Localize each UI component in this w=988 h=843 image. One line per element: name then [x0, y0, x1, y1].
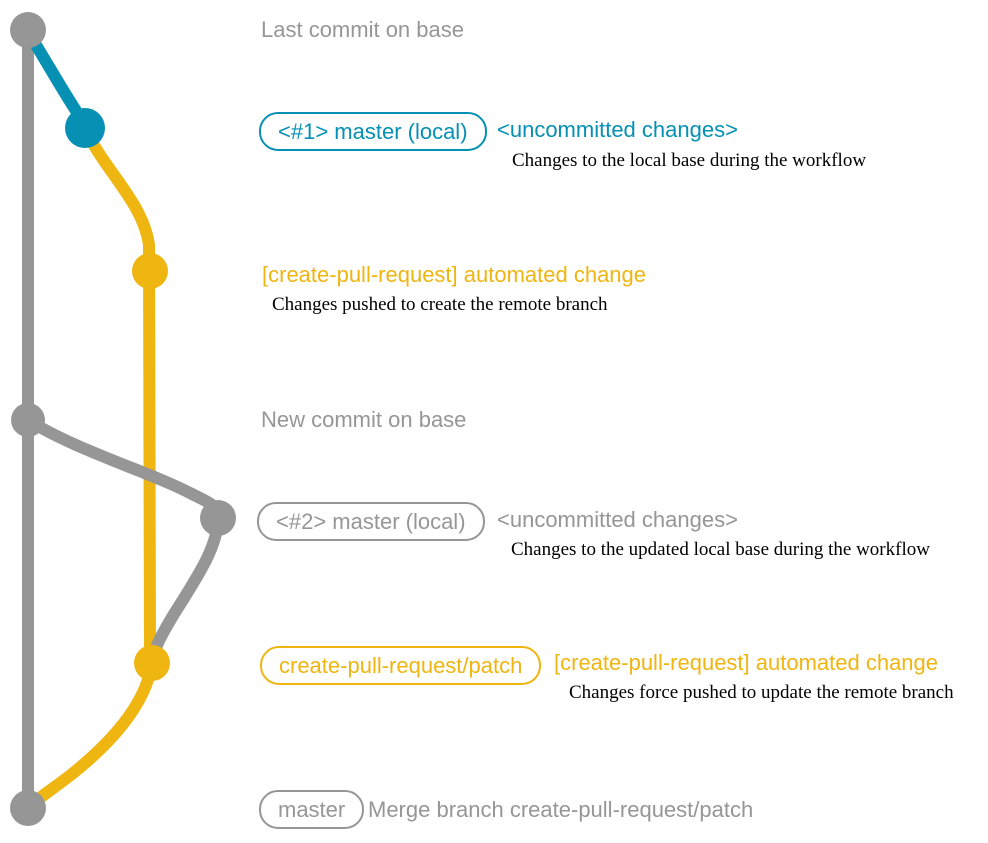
label-uncommitted-changes-1: <uncommitted changes>: [497, 117, 738, 142]
branch-tag-patch: create-pull-request/patch: [260, 646, 542, 685]
commit-node-base-new: [11, 403, 45, 437]
label-merge-branch: Merge branch create-pull-request/patch: [368, 797, 754, 822]
commit-node-local-2: [200, 500, 236, 536]
edge-merge: [24, 657, 158, 812]
commit-node-local-1: [65, 108, 105, 148]
label-new-commit: New commit on base: [261, 407, 467, 432]
commit-node-merge: [10, 790, 46, 826]
label-uncommitted-changes-2: <uncommitted changes>: [497, 507, 738, 532]
commit-node-base-last: [10, 12, 46, 48]
desc-uncommitted-changes-2: Changes to the updated local base during…: [511, 539, 930, 560]
edge-local-branch-2: [22, 414, 225, 664]
branch-tag-master: master: [259, 790, 365, 829]
label-automated-change-1: [create-pull-request] automated change: [262, 262, 647, 287]
branch-tag-master-local-2: <#2> master (local): [257, 502, 485, 541]
edge-remote-branch: [80, 124, 156, 661]
desc-automated-change-2: Changes force pushed to update the remot…: [569, 682, 954, 703]
branch-tag-master-local-1: <#1> master (local): [259, 112, 487, 151]
commit-node-remote-1: [132, 253, 168, 289]
label-automated-change-2: [create-pull-request] automated change: [554, 650, 939, 675]
commit-node-remote-2: [134, 645, 170, 681]
label-last-commit: Last commit on base: [261, 17, 464, 42]
desc-uncommitted-changes-1: Changes to the local base during the wor…: [512, 150, 867, 171]
desc-automated-change-1: Changes pushed to create the remote bran…: [272, 294, 608, 315]
